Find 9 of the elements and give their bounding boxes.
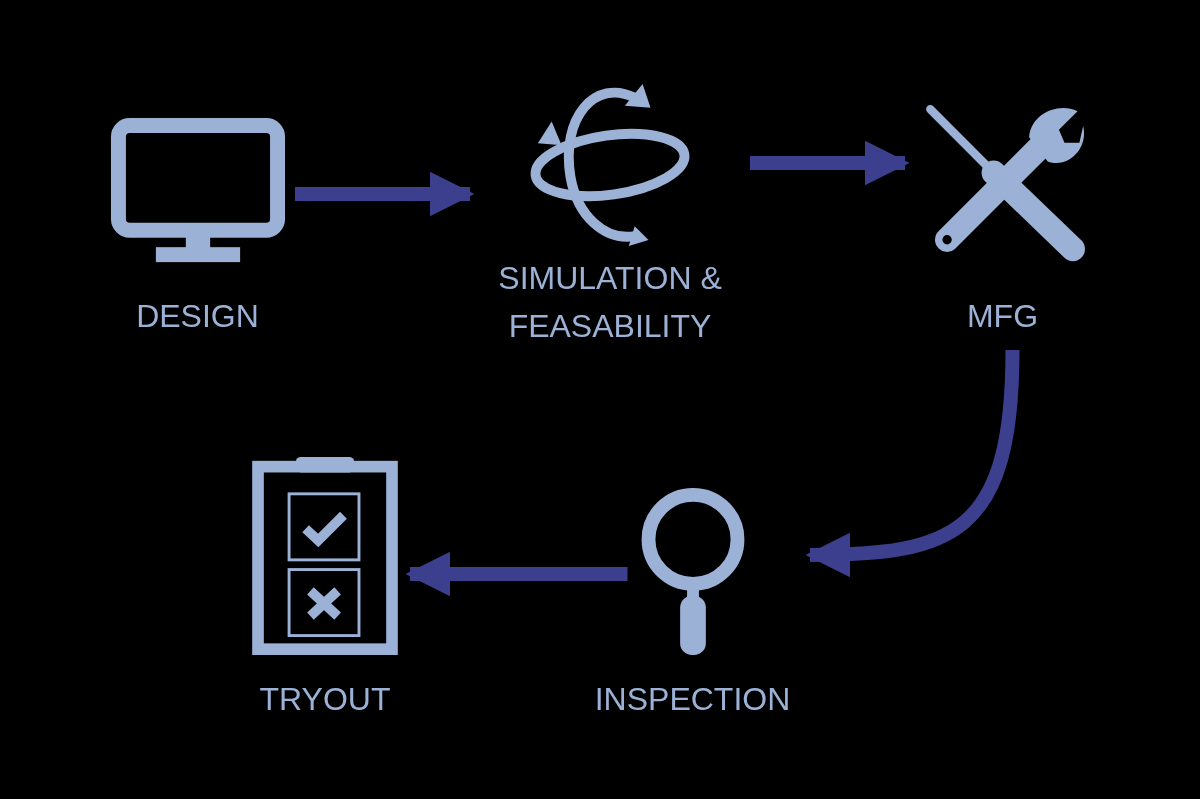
step-label: SIMULATION & FEASABILITY	[497, 259, 723, 346]
arrow	[405, 551, 628, 597]
step-label: INSPECTION	[594, 680, 791, 719]
arrow	[295, 171, 475, 217]
arrow	[750, 140, 910, 186]
arrow	[805, 349, 1020, 577]
step-label: MFG	[966, 297, 1039, 336]
step-label: TRYOUT	[259, 680, 391, 719]
step-label: DESIGN	[136, 297, 259, 336]
